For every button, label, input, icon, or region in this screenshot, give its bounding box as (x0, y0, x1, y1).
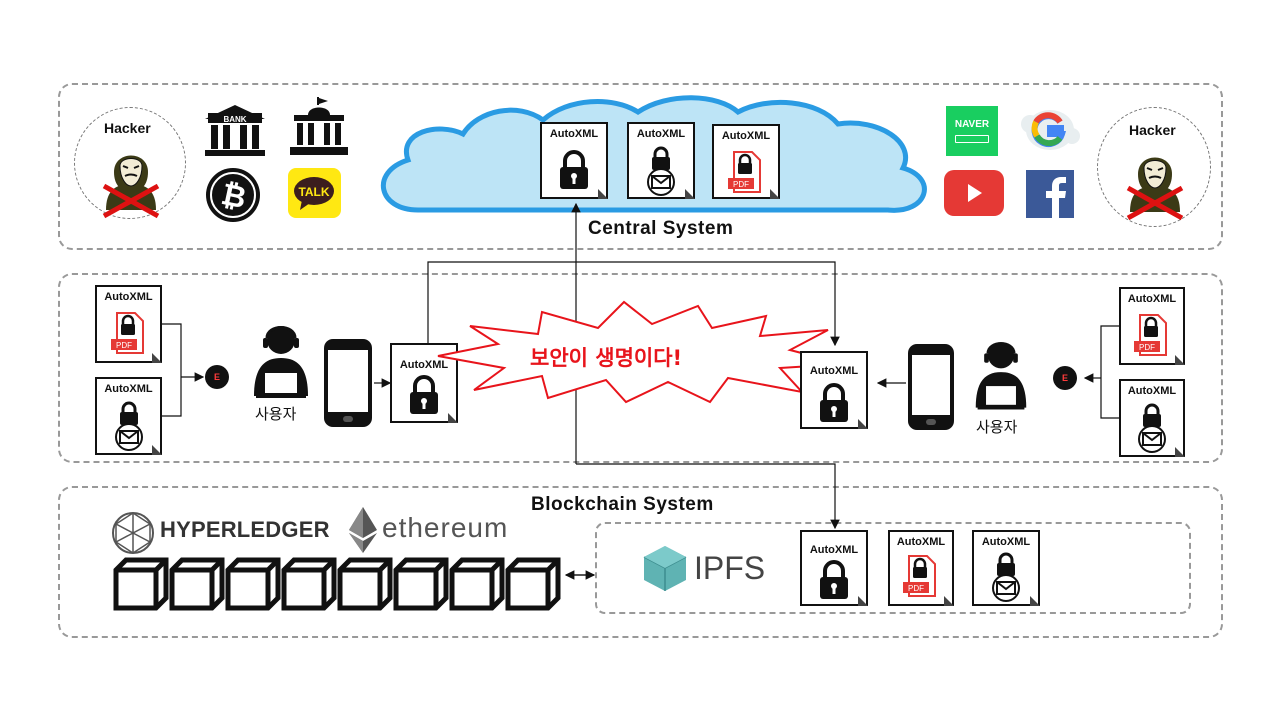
blocked-hacker-icon (102, 155, 160, 219)
ipfs-label: IPFS (694, 550, 766, 586)
central-doc-mail: AutoXML (627, 122, 695, 199)
encryption-key-icon: E (1053, 366, 1077, 390)
doc-label: AutoXML (399, 359, 449, 371)
encryption-key-icon: E (205, 365, 229, 389)
user-at-laptop-icon (975, 342, 1027, 410)
bank-icon: BANK (205, 105, 265, 156)
pdf-tag: PDF (116, 341, 132, 350)
ipfs-doc-pdf: AutoXML PDF (888, 530, 954, 606)
pdf-tag: PDF (733, 180, 749, 189)
central-system-title: Central System (588, 218, 734, 239)
user-system-panel (58, 273, 1223, 463)
central-doc-pdf: AutoXML PDF (712, 124, 780, 199)
ethereum-label: ethereum (382, 512, 509, 543)
doc-label: AutoXML (809, 365, 859, 377)
pdf-tag: PDF (1139, 343, 1155, 352)
locked-mail-icon (992, 552, 1020, 602)
doc-label: AutoXML (549, 128, 599, 140)
right-user-label: 사용자 (976, 418, 1018, 436)
google-icon (1021, 110, 1080, 150)
youtube-icon (944, 170, 1004, 216)
doc-label: AutoXML (981, 536, 1031, 548)
ipfs-logo-icon (643, 546, 687, 591)
right-hacker-label: Hacker (1129, 122, 1176, 138)
right-doc-mail: AutoXML (1119, 379, 1185, 457)
right-hacker-circle (1097, 107, 1211, 227)
doc-label: AutoXML (896, 536, 946, 548)
ipfs-doc-mail: AutoXML (972, 530, 1040, 606)
doc-label: AutoXML (721, 130, 771, 142)
locked-mail-icon (1138, 403, 1166, 453)
doc-label: AutoXML (104, 383, 153, 395)
doc-label: AutoXML (636, 128, 686, 140)
ipfs-doc-lock: AutoXML (800, 530, 868, 606)
locked-pdf-icon: PDF (1134, 314, 1167, 356)
locked-mail-icon (647, 146, 675, 196)
lock-icon (560, 150, 588, 189)
blocked-hacker-icon (1126, 157, 1184, 221)
central-doc-lock: AutoXML (540, 122, 608, 199)
government-building-icon (290, 97, 348, 155)
locked-pdf-icon: PDF (903, 555, 936, 597)
doc-label: AutoXML (809, 544, 859, 556)
bitcoin-icon: ₿ (206, 168, 260, 222)
lock-icon (820, 560, 848, 599)
left-doc-mail: AutoXML (95, 377, 162, 455)
doc-label: AutoXML (1127, 385, 1177, 397)
central-system-panel (58, 83, 1223, 250)
lock-icon (820, 383, 848, 422)
locked-pdf-icon: PDF (110, 312, 144, 354)
left-hacker-label: Hacker (104, 120, 151, 136)
locked-mail-icon (114, 401, 143, 451)
left-doc-pdf: AutoXML PDF (95, 285, 162, 363)
smartphone-icon (324, 339, 372, 427)
blockchain-system-title: Blockchain System (531, 494, 714, 515)
blockchain-system-panel (58, 486, 1223, 638)
kakaotalk-icon: TALK (288, 168, 341, 218)
right-doc-pdf: AutoXML PDF (1119, 287, 1185, 365)
hyperledger-logo-icon (112, 512, 154, 554)
doc-label: AutoXML (104, 291, 153, 303)
security-warning-text: 보안이 생명이다! (530, 346, 683, 370)
pdf-tag: PDF (908, 584, 924, 593)
user-at-laptop-icon (254, 326, 308, 398)
lock-icon (410, 375, 438, 414)
talk-label: TALK (298, 185, 329, 199)
left-hacker-circle (74, 107, 186, 219)
security-warning-burst (437, 300, 845, 404)
bank-label: BANK (223, 115, 246, 124)
right-transfer-doc: AutoXML (800, 351, 868, 429)
locked-pdf-icon: PDF (728, 151, 761, 193)
smartphone-icon (908, 344, 954, 430)
facebook-icon (1026, 170, 1074, 218)
blockchain-blocks (113, 557, 561, 611)
ethereum-logo-icon (349, 507, 377, 553)
left-user-label: 사용자 (255, 405, 297, 423)
ipfs-storage-panel (595, 522, 1191, 614)
naver-label: NAVER (954, 119, 990, 130)
doc-label: AutoXML (1127, 293, 1177, 305)
hyperledger-label: HYPERLEDGER (160, 517, 330, 542)
naver-icon: NAVER (946, 106, 998, 156)
